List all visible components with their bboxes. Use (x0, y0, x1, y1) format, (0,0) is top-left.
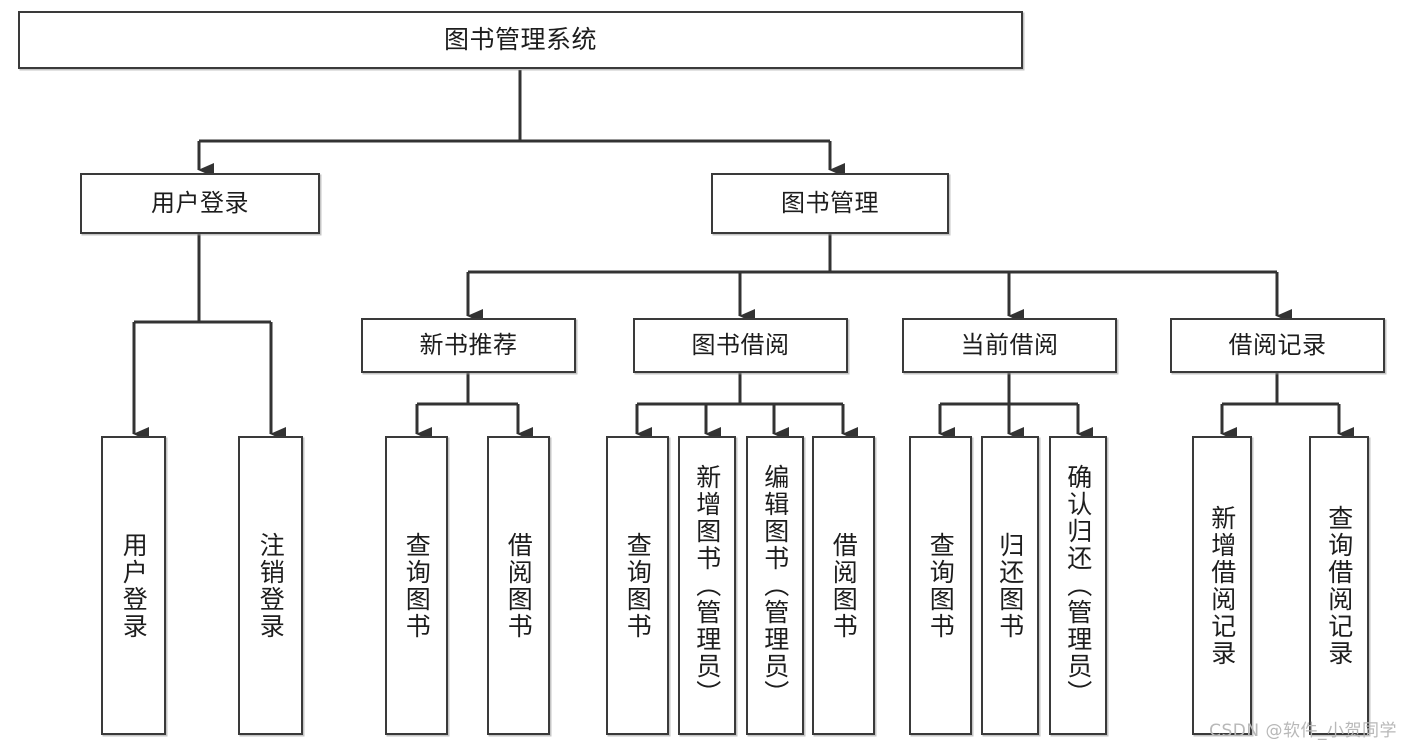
node-label: 借阅图书 (829, 531, 859, 640)
node-user-login[interactable]: 用户登录 (80, 173, 320, 234)
root-to-level1-connectors (197, 70, 845, 177)
node-leaf-borrow-book-1[interactable]: 借阅图书 (487, 436, 550, 735)
node-label: 用户登录 (119, 531, 149, 640)
node-current-borrow[interactable]: 当前借阅 (902, 318, 1117, 373)
node-label: 查询图书 (623, 531, 653, 640)
user-login-to-leaves-connectors (132, 234, 286, 441)
node-label: 当前借阅 (960, 330, 1059, 359)
node-leaf-user-login[interactable]: 用户登录 (101, 436, 166, 735)
node-label: 查询图书 (402, 531, 432, 640)
borrow-record-to-leaves-connectors (1220, 373, 1354, 441)
node-label: 归还图书 (995, 531, 1025, 640)
node-leaf-add-record[interactable]: 新增借阅记录 (1192, 436, 1252, 735)
node-label: 图书借阅 (691, 330, 790, 359)
csdn-watermark: CSDN @软件_小贺同学 (1209, 721, 1397, 741)
node-label: 借阅图书 (504, 531, 534, 640)
node-label: 查询借阅记录 (1324, 504, 1354, 667)
book-management-to-level2-connectors (466, 234, 1292, 323)
node-leaf-query-book-2[interactable]: 查询图书 (606, 436, 669, 735)
node-label: 注销登录 (256, 531, 286, 640)
book-borrow-to-leaves-connectors (635, 373, 858, 441)
node-label: 新增借阅记录 (1207, 504, 1237, 667)
node-leaf-borrow-book-2[interactable]: 借阅图书 (812, 436, 875, 735)
current-borrow-to-leaves-connectors (938, 373, 1093, 441)
node-book-borrow[interactable]: 图书借阅 (633, 318, 848, 373)
node-leaf-edit-book[interactable]: 编辑图书（管理员） (746, 436, 804, 735)
node-label: 图书管理系统 (443, 24, 597, 54)
node-leaf-query-record[interactable]: 查询借阅记录 (1309, 436, 1369, 735)
node-label: 查询图书 (926, 531, 956, 640)
node-label: 新书推荐 (419, 330, 518, 359)
node-label: 确认归还（管理员） (1063, 464, 1093, 707)
node-leaf-query-book-3[interactable]: 查询图书 (909, 436, 972, 735)
node-book-management[interactable]: 图书管理 (711, 173, 949, 234)
node-label: 用户登录 (151, 188, 249, 217)
node-leaf-confirm-return[interactable]: 确认归还（管理员） (1049, 436, 1107, 735)
node-label: 新增图书（管理员） (692, 464, 722, 707)
node-book-management-system[interactable]: 图书管理系统 (18, 11, 1023, 69)
node-label: 借阅记录 (1228, 330, 1327, 359)
node-leaf-user-logout[interactable]: 注销登录 (238, 436, 303, 735)
node-label: 编辑图书（管理员） (760, 464, 790, 707)
node-leaf-return-book[interactable]: 归还图书 (981, 436, 1039, 735)
node-label: 图书管理 (781, 188, 879, 217)
node-borrow-record[interactable]: 借阅记录 (1170, 318, 1385, 373)
node-new-book-recommend[interactable]: 新书推荐 (361, 318, 576, 373)
node-leaf-query-book-1[interactable]: 查询图书 (385, 436, 448, 735)
node-leaf-add-book[interactable]: 新增图书（管理员） (678, 436, 736, 735)
new-book-recommend-to-leaves-connectors (415, 373, 533, 441)
